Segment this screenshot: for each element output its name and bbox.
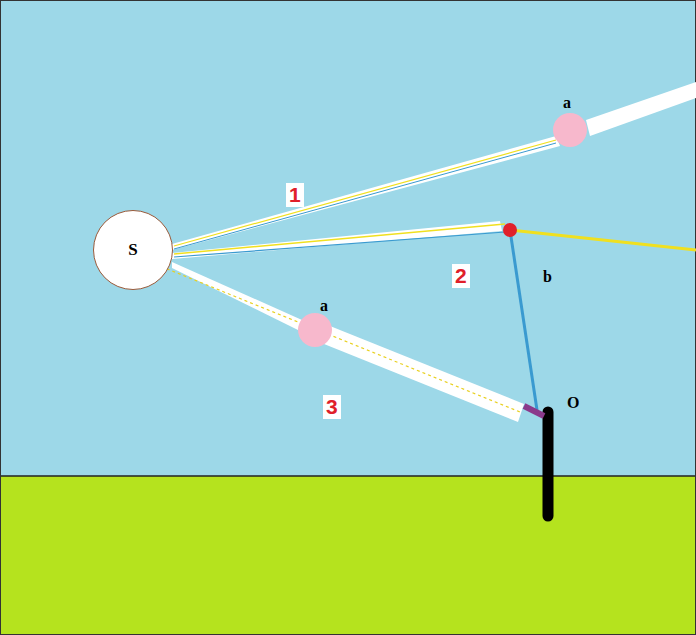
ray-line — [150, 262, 520, 412]
ray-line — [174, 224, 505, 254]
callout-number: 2 — [452, 264, 470, 288]
horizon-line — [0, 475, 696, 477]
light-ray — [586, 82, 696, 136]
observer-pole — [543, 412, 554, 516]
particle — [553, 113, 587, 147]
ray-line — [174, 143, 556, 249]
node-label: S — [128, 240, 137, 260]
ray-label: b — [543, 268, 552, 286]
light-ray — [172, 262, 302, 330]
sky — [0, 0, 696, 476]
scattered-ray — [510, 230, 537, 410]
ray-line — [174, 232, 505, 257]
light-ray — [324, 326, 524, 422]
particle-label: a — [320, 297, 328, 315]
observer-eye — [524, 406, 544, 416]
observer-label: O — [567, 394, 579, 412]
particle — [298, 313, 332, 347]
particle-label: a — [563, 94, 571, 112]
sun-circle: S — [93, 210, 173, 290]
scattered-ray — [510, 230, 696, 250]
callout-number: 3 — [323, 395, 341, 419]
scatter-point — [503, 223, 517, 237]
ground — [0, 476, 696, 635]
light-ray — [172, 136, 560, 250]
callout-number: 1 — [286, 183, 304, 207]
